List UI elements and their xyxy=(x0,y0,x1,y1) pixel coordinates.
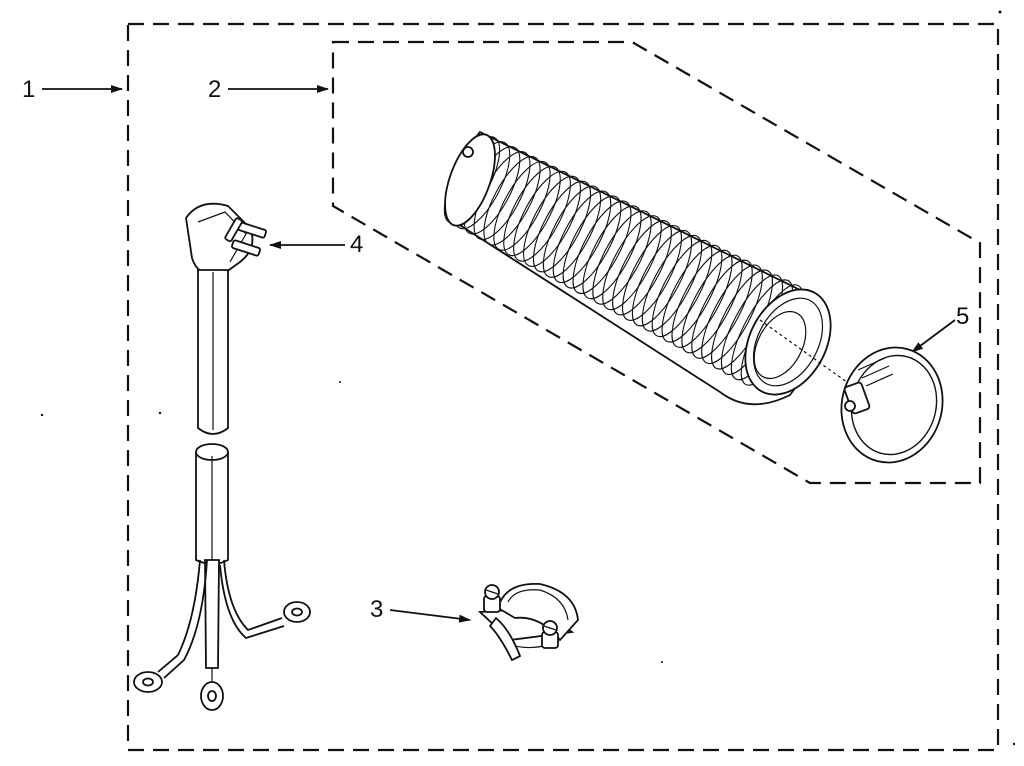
duct-rib xyxy=(701,264,763,365)
duct-rib xyxy=(622,225,682,321)
duct-rib xyxy=(612,220,672,316)
duct-rib xyxy=(532,180,592,273)
duct-rib xyxy=(592,210,652,305)
duct-rib xyxy=(513,170,571,262)
duct-rib xyxy=(493,160,551,251)
strain-relief-icon xyxy=(477,583,579,662)
scan-marks xyxy=(40,10,1016,746)
duct-rib xyxy=(572,200,632,295)
hose-clamp-icon xyxy=(840,346,944,464)
duct-rib xyxy=(542,185,602,278)
power-cord-icon xyxy=(133,202,311,711)
callout-3-label: 3 xyxy=(370,596,383,623)
callout-4-label: 4 xyxy=(350,231,363,258)
duct-rib xyxy=(503,165,561,257)
callout-2-label: 2 xyxy=(208,76,221,103)
duct-rib xyxy=(552,190,612,284)
callout-1: 1 xyxy=(22,76,123,103)
duct-rib xyxy=(691,259,753,359)
callout-5-label: 5 xyxy=(956,303,969,330)
callout-2: 2 xyxy=(208,76,329,103)
kit-boundary xyxy=(126,22,1000,752)
duct-rib xyxy=(681,254,743,354)
duct-rib xyxy=(483,155,541,246)
duct-rib xyxy=(582,205,642,300)
vent-kit-boundary xyxy=(331,40,982,485)
callout-5: 5 xyxy=(911,303,969,353)
duct-rib xyxy=(671,249,733,348)
callout-4: 4 xyxy=(269,231,363,258)
callout-1-label: 1 xyxy=(22,76,35,103)
callout-3: 3 xyxy=(370,596,471,623)
duct-rib xyxy=(661,244,723,343)
duct-rib xyxy=(523,175,581,267)
duct-rib xyxy=(562,195,622,289)
duct-rib xyxy=(602,215,662,311)
vent-duct-icon xyxy=(443,130,901,421)
duct-rib xyxy=(631,230,693,327)
duct-rib xyxy=(641,234,703,332)
duct-rib xyxy=(651,239,713,338)
